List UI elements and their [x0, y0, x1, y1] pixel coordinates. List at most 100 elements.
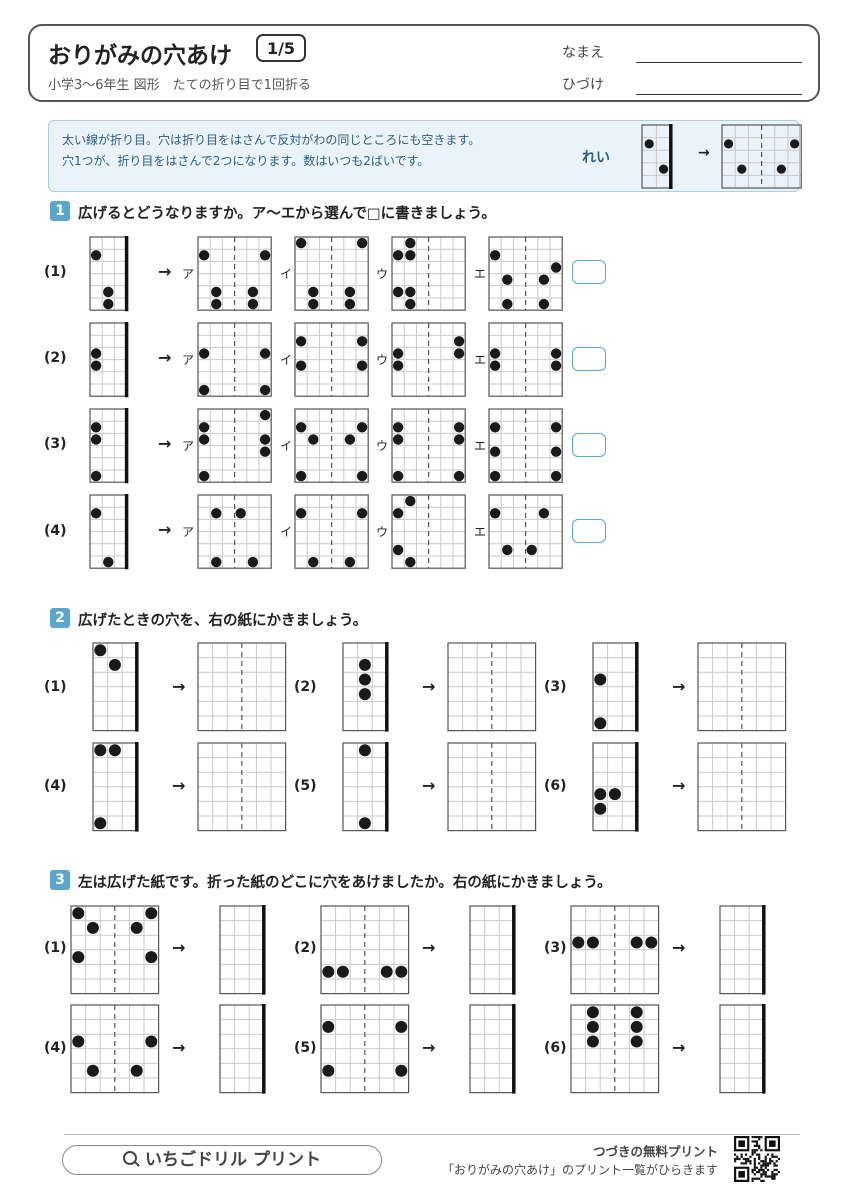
option-label: ウ — [376, 267, 389, 281]
hole — [108, 658, 121, 671]
arrow-icon: → — [422, 677, 436, 696]
arrow-icon: → — [172, 776, 186, 795]
hole — [259, 384, 271, 396]
s3-problem-label: (6) — [544, 1040, 567, 1056]
hole — [489, 348, 501, 359]
hole — [308, 298, 319, 310]
s3-problem-label: (5) — [294, 1040, 317, 1056]
hole — [295, 360, 307, 371]
hole — [211, 298, 222, 310]
hole — [108, 744, 121, 757]
hole — [405, 250, 416, 261]
hole — [630, 1035, 643, 1048]
folded-paper — [89, 408, 129, 484]
hole — [356, 360, 368, 371]
hole — [90, 470, 102, 482]
option-label: イ — [280, 267, 293, 281]
folded-paper — [92, 742, 139, 832]
hole — [356, 336, 368, 347]
hole — [295, 508, 307, 519]
hole — [395, 1020, 408, 1033]
answer-paper[interactable] — [697, 742, 787, 832]
hole — [295, 470, 307, 482]
hole — [356, 470, 368, 482]
option-paper — [197, 322, 272, 397]
hole — [145, 907, 158, 920]
hole — [392, 250, 404, 261]
hole — [308, 434, 319, 445]
qr-code-icon[interactable] — [734, 1136, 780, 1182]
answer-paper[interactable] — [697, 642, 787, 732]
arrow-icon: → — [172, 938, 186, 957]
hole — [594, 717, 607, 730]
hole — [86, 921, 99, 934]
answer-box[interactable] — [572, 519, 606, 543]
hole — [145, 951, 158, 964]
hole — [72, 951, 85, 964]
s3-problem-label: (3) — [544, 940, 567, 956]
option-paper — [488, 236, 563, 311]
hole — [630, 1006, 643, 1019]
hole — [295, 422, 307, 433]
hole — [90, 250, 102, 261]
section2-instruction: 広げたときの穴を、右の紙にかきましょう。 — [78, 613, 368, 629]
hole — [489, 508, 501, 519]
answer-paper[interactable] — [219, 905, 266, 995]
s2-problem-label: (6) — [544, 778, 567, 794]
answer-paper[interactable] — [719, 1004, 766, 1094]
answer-paper[interactable] — [219, 1004, 266, 1094]
brand-label: いちごドリル プリント — [145, 1150, 321, 1170]
hole — [395, 1064, 408, 1077]
hole — [453, 434, 465, 445]
answer-paper[interactable] — [469, 1004, 516, 1094]
answer-box[interactable] — [572, 433, 606, 457]
hole — [259, 446, 271, 457]
hole — [550, 262, 562, 273]
arrow-icon: → — [672, 776, 686, 795]
option-paper — [391, 236, 466, 311]
option-label: エ — [474, 267, 487, 281]
hole — [392, 508, 404, 519]
hole — [322, 965, 335, 978]
hole — [489, 470, 501, 482]
option-label: ア — [182, 439, 195, 453]
hole — [344, 434, 356, 445]
answer-paper[interactable] — [197, 742, 287, 832]
hole — [630, 1020, 643, 1033]
answer-paper[interactable] — [447, 642, 537, 732]
hole — [502, 274, 513, 285]
hole — [198, 422, 210, 433]
hole — [211, 508, 222, 519]
hole — [90, 422, 102, 433]
answer-paper[interactable] — [447, 742, 537, 832]
arrow-icon: → — [672, 1038, 686, 1057]
info-line-1: 太い線が折り目。穴は折り目をはさんで反対がわの同じところにも空きます。 — [62, 133, 481, 147]
folded-paper — [342, 642, 389, 732]
answer-box[interactable] — [572, 347, 606, 371]
hole — [94, 817, 107, 830]
s1-problem-label: (4) — [44, 523, 67, 539]
name-field[interactable] — [636, 62, 802, 63]
hole — [72, 1035, 85, 1048]
hole — [395, 965, 408, 978]
option-paper — [391, 322, 466, 397]
hole — [586, 1035, 599, 1048]
unfolded-paper — [70, 1004, 160, 1094]
answer-paper[interactable] — [469, 905, 516, 995]
option-label: ウ — [376, 353, 389, 367]
hole — [659, 164, 669, 174]
hole — [358, 744, 371, 757]
hole — [322, 1064, 335, 1077]
answer-paper[interactable] — [719, 905, 766, 995]
hole — [198, 470, 210, 482]
brand-button[interactable]: いちごドリル プリント — [62, 1145, 382, 1175]
s2-problem-label: (2) — [294, 679, 317, 695]
answer-box[interactable] — [572, 260, 606, 284]
hole — [550, 470, 562, 482]
hole — [453, 336, 465, 347]
date-field[interactable] — [636, 94, 802, 95]
answer-paper[interactable] — [197, 642, 287, 732]
hole — [358, 817, 371, 830]
example-folded-paper — [641, 124, 673, 189]
hole — [405, 495, 416, 507]
